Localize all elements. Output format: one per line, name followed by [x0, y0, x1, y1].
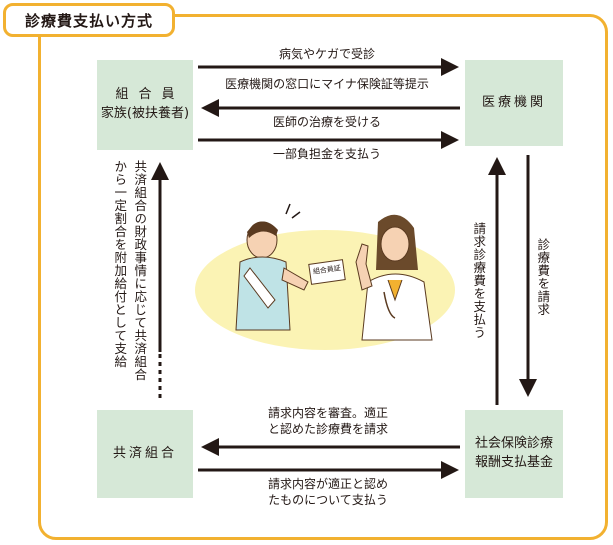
doctor-illustration [355, 214, 433, 341]
label-benefit-1: 共済組合の財政事情に応じて共済組合 [132, 160, 148, 381]
label-benefit-2: から一定割合を附加給付として支給 [112, 160, 128, 368]
shiharai-label-1: 社会保険診療 [474, 436, 553, 452]
label-payment: 請求内容が適正と認め たものについて支払う [200, 476, 456, 508]
member-family-label: 家族(被扶養者) [100, 106, 190, 121]
label-bill: 診療費を請求 [535, 238, 551, 316]
member-node: 組合員 家族(被扶養者) [97, 60, 193, 150]
label-pay-line-2: たものについて支払う [268, 493, 388, 508]
label-pay-claim: 請求診療費を支払う [471, 222, 487, 339]
shiharai-node: 社会保険診療 報酬支払基金 [465, 410, 563, 498]
insurance-card [308, 259, 346, 285]
label-treatment: 医師の治療を受ける [272, 115, 381, 129]
patient-illustration [235, 203, 309, 331]
label-illness: 病気やケガで受診 [278, 47, 375, 61]
medical-node: 医療機関 [465, 60, 563, 146]
label-copay: 一部負担金を支払う [272, 147, 381, 161]
member-label: 組合員 [115, 87, 185, 103]
medical-label: 医療機関 [481, 94, 546, 110]
label-claim-line-1: 請求内容を審査。適正 [267, 406, 388, 420]
label-card: 医療機関の窓口にマイナ保険証等提示 [225, 77, 429, 91]
label-claim-line-2: と認めた診療費を請求 [267, 422, 388, 437]
label-claim-request: 請求内容を審査。適正 と認めた診療費を請求 [200, 405, 456, 437]
shiharai-label-2: 報酬支払基金 [474, 455, 553, 470]
label-pay-line-1: 請求内容が適正と認め [267, 477, 388, 491]
diagram-title: 診療費支払い方式 [3, 3, 175, 37]
kyosai-node: 共済組合 [97, 410, 193, 498]
kyosai-label: 共済組合 [112, 445, 177, 461]
